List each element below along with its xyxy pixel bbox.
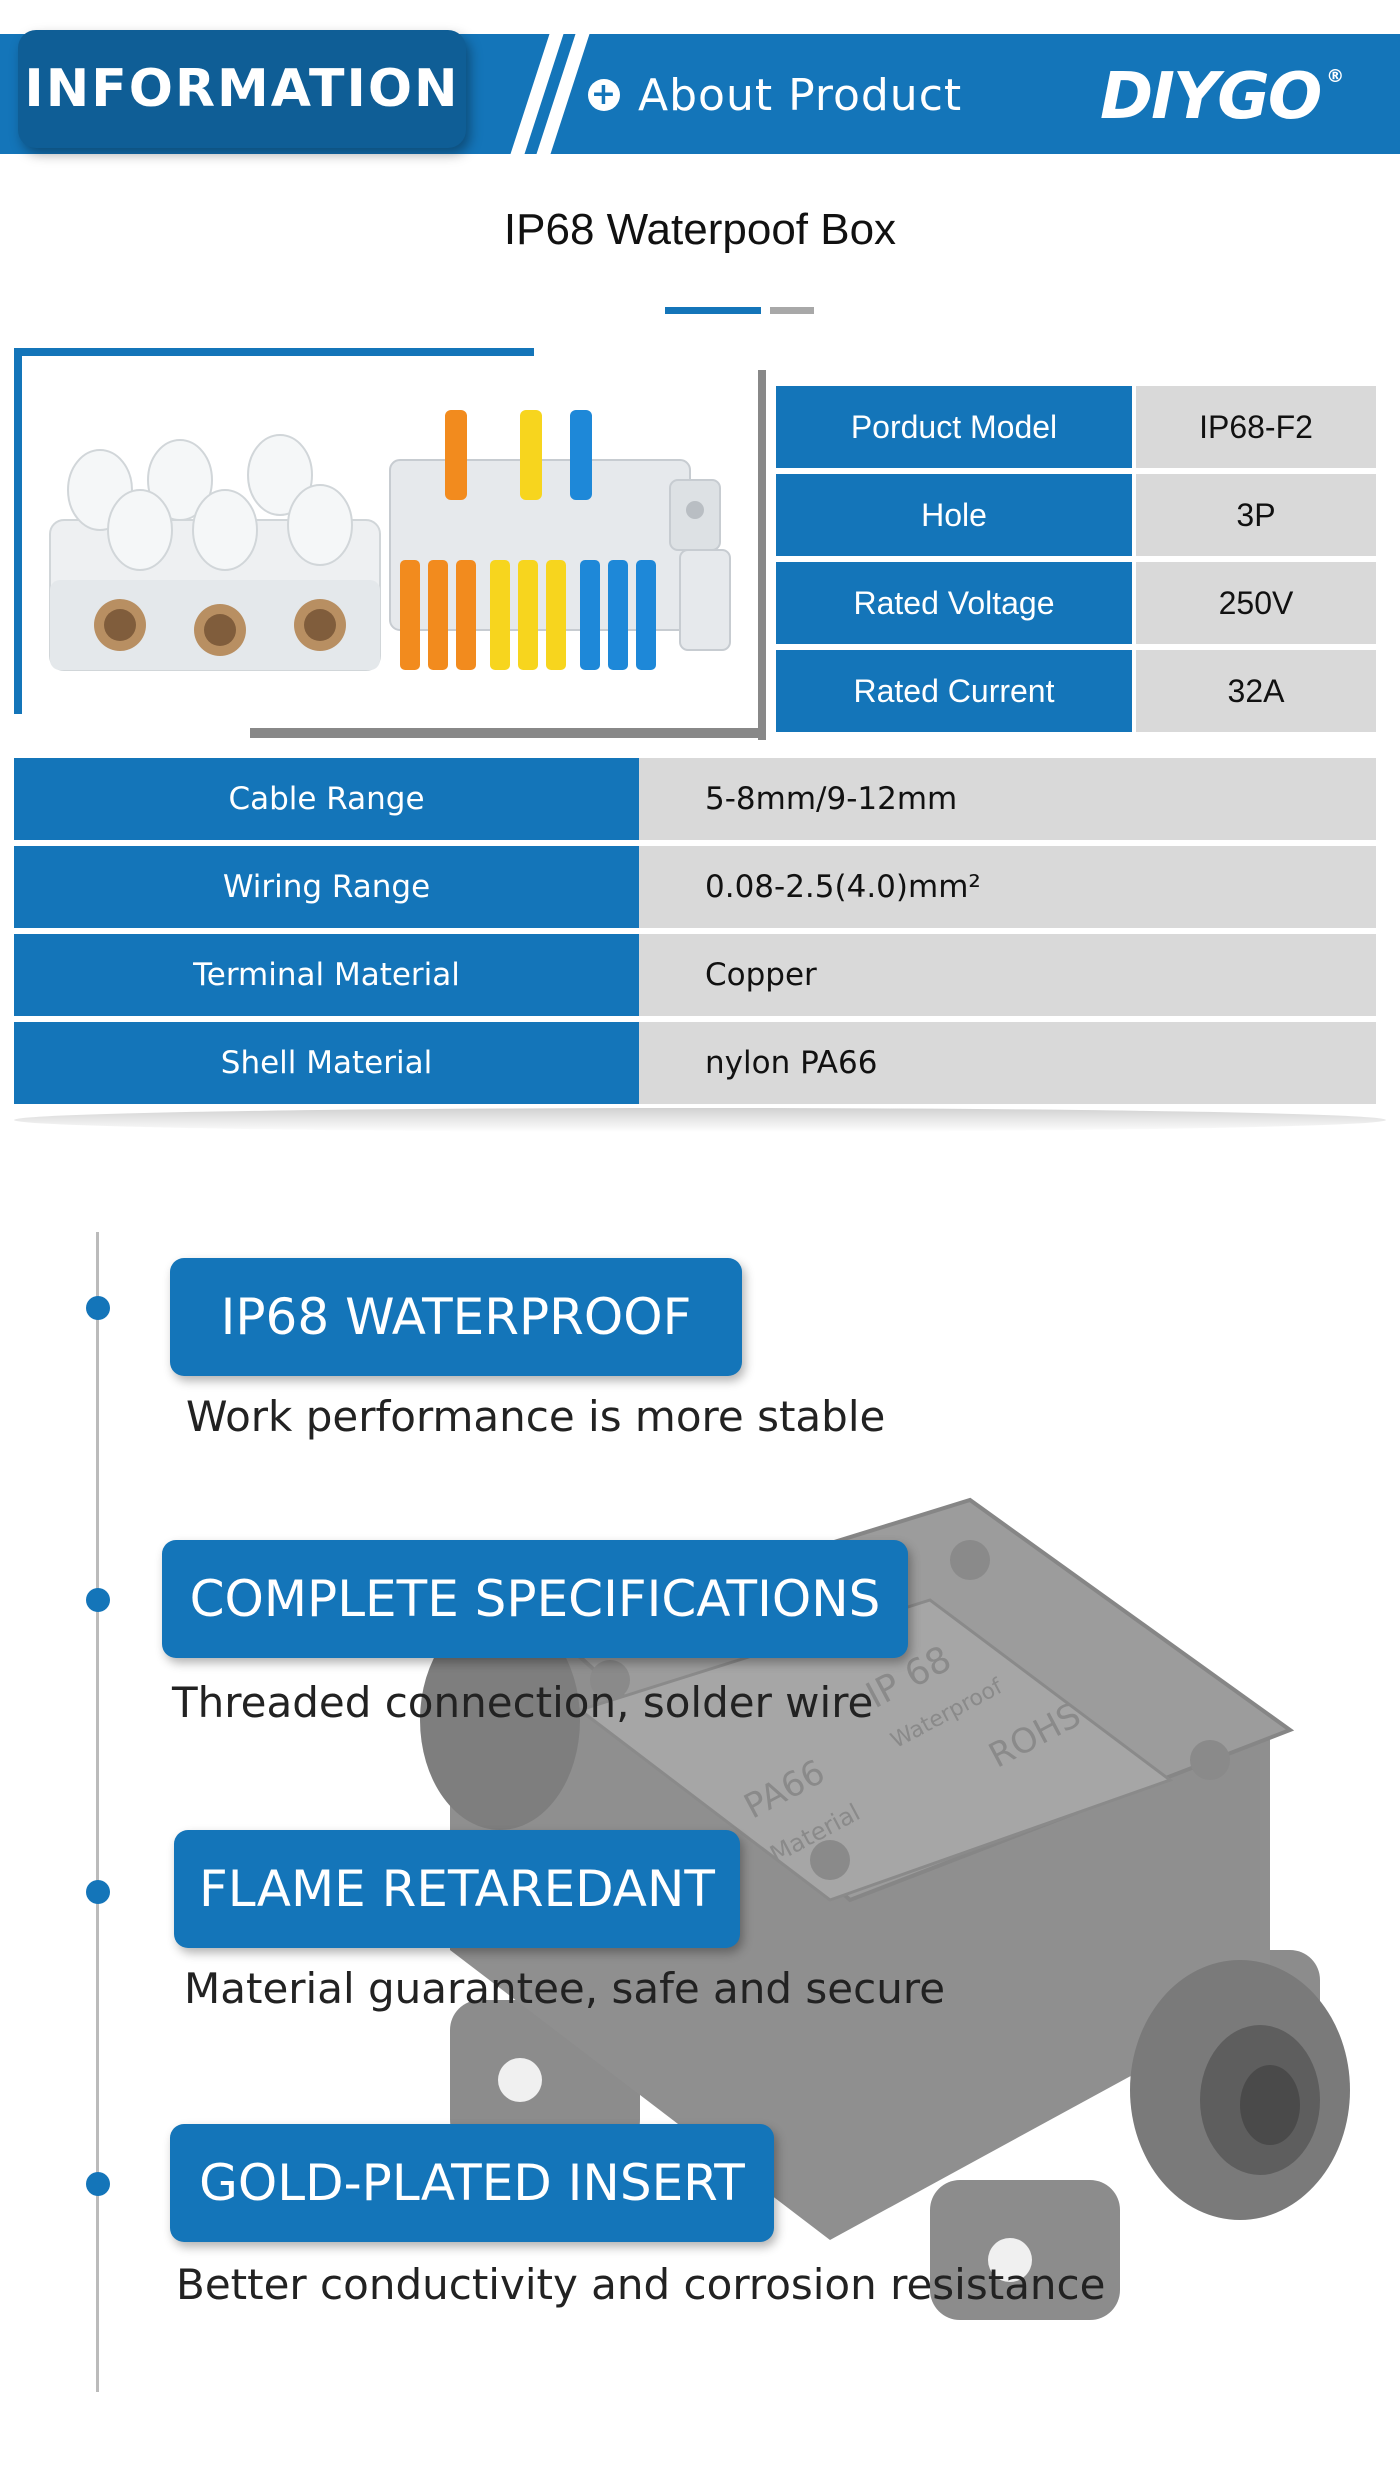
spec-row: Hole 3P [776, 474, 1376, 556]
feature-title-text: IP68 WATERPROOF [220, 1288, 692, 1346]
spec-label: Porduct Model [776, 386, 1132, 468]
spec-label: Cable Range [14, 758, 639, 840]
information-tab[interactable]: INFORMATION [18, 30, 466, 148]
photo-frame-bottom [250, 728, 766, 738]
spec-table-bottom: Cable Range 5-8mm/9-12mm Wiring Range 0.… [14, 758, 1376, 1110]
product-photo [30, 380, 750, 720]
title-underline-secondary [770, 307, 814, 314]
photo-frame-top [14, 348, 534, 356]
page-title: IP68 Waterpoof Box [503, 205, 897, 254]
about-product-label: About Product [638, 69, 963, 121]
spec-row: Cable Range 5-8mm/9-12mm [14, 758, 1376, 840]
feature-description: Better conductivity and corrosion resist… [176, 2260, 1106, 2309]
spec-row: Terminal Material Copper [14, 934, 1376, 1016]
feature-title: COMPLETE SPECIFICATIONS [162, 1540, 908, 1658]
feature-description: Threaded connection, solder wire [172, 1678, 874, 1727]
spec-value: 3P [1136, 474, 1376, 556]
registered-mark: ® [1326, 66, 1344, 87]
feature-description: Material guarantee, safe and secure [184, 1964, 946, 2013]
spec-label: Wiring Range [14, 846, 639, 928]
spec-row: Wiring Range 0.08-2.5(4.0)mm² [14, 846, 1376, 928]
title-underline-accent [665, 307, 761, 314]
lever-connector [389, 410, 731, 670]
spec-value: 32A [1136, 650, 1376, 732]
spec-value: 5-8mm/9-12mm [639, 758, 1376, 840]
spec-value: nylon PA66 [639, 1022, 1376, 1104]
feature-title: GOLD-PLATED INSERT [170, 2124, 774, 2242]
feature-title-text: FLAME RETAREDANT [199, 1860, 715, 1918]
plus-circle-icon: + [588, 79, 620, 111]
timeline-dot [86, 1880, 110, 1904]
brand-logo: DIYGO ® [1100, 60, 1344, 134]
spec-row: Porduct Model IP68-F2 [776, 386, 1376, 468]
brand-name: DIYGO [1100, 60, 1322, 134]
spec-label: Rated Voltage [776, 562, 1132, 644]
photo-frame-left [14, 348, 22, 714]
photo-frame-right [758, 370, 766, 740]
spec-value: 0.08-2.5(4.0)mm² [639, 846, 1376, 928]
spec-label: Shell Material [14, 1022, 639, 1104]
timeline-dot [86, 1588, 110, 1612]
spec-table-top: Porduct Model IP68-F2 Hole 3P Rated Volt… [776, 386, 1376, 738]
terminal-connectors-illustration [49, 410, 731, 671]
clear-terminal-block [49, 434, 381, 671]
about-product-section: + About Product [588, 60, 962, 130]
table-shadow [14, 1108, 1386, 1132]
spec-row: Rated Voltage 250V [776, 562, 1376, 644]
feature-title-text: GOLD-PLATED INSERT [199, 2154, 745, 2212]
spec-label: Terminal Material [14, 934, 639, 1016]
feature-title-text: COMPLETE SPECIFICATIONS [189, 1570, 881, 1628]
spec-label: Rated Current [776, 650, 1132, 732]
spec-value: IP68-F2 [1136, 386, 1376, 468]
feature-title: IP68 WATERPROOF [170, 1258, 742, 1376]
feature-description: Work performance is more stable [186, 1392, 886, 1441]
spec-value: 250V [1136, 562, 1376, 644]
timeline-dot [86, 1296, 110, 1320]
feature-title: FLAME RETAREDANT [174, 1830, 740, 1948]
timeline-dot [86, 2172, 110, 2196]
feature-timeline [96, 1232, 99, 2392]
spec-label: Hole [776, 474, 1132, 556]
spec-row: Rated Current 32A [776, 650, 1376, 732]
spec-row: Shell Material nylon PA66 [14, 1022, 1376, 1104]
spec-value: Copper [639, 934, 1376, 1016]
information-tab-label: INFORMATION [24, 59, 460, 119]
